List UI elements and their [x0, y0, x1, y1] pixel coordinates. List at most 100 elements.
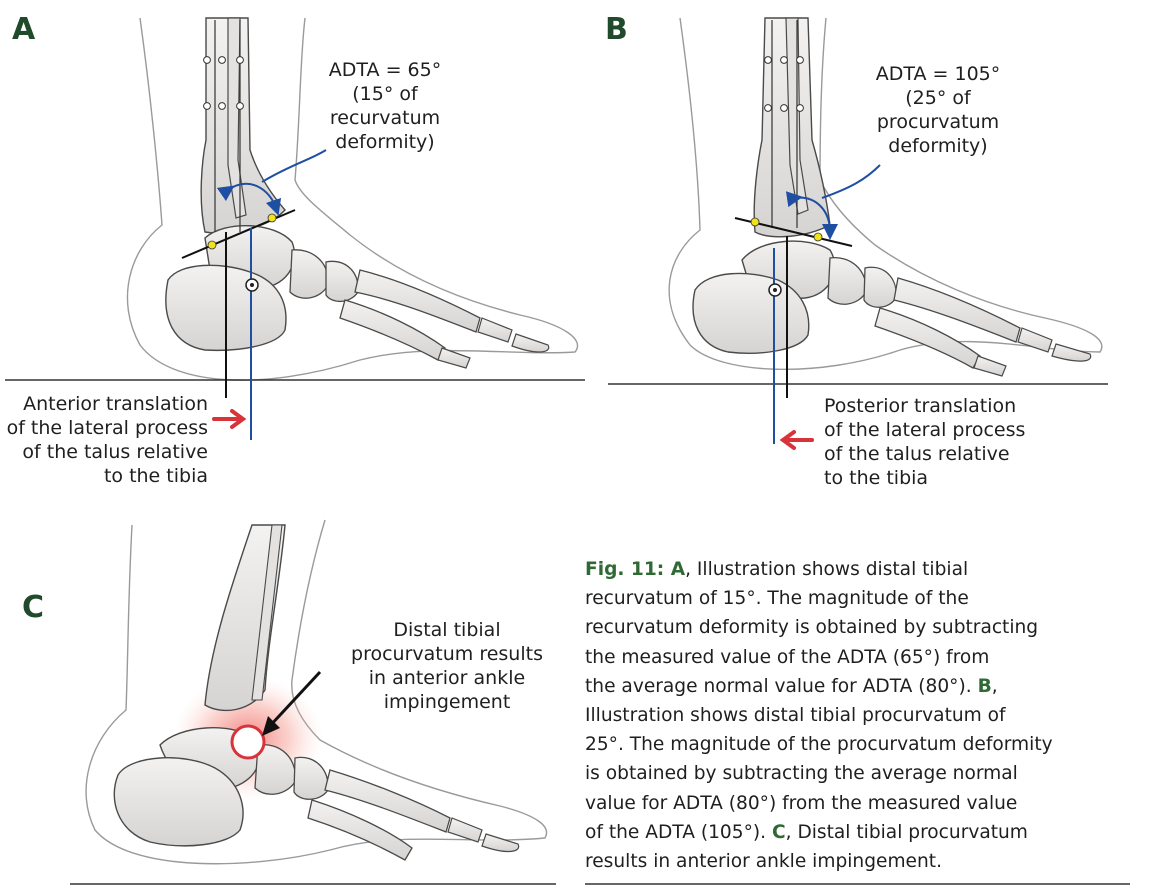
- panel-a-angle-label: ADTA = 65° (15° of recurvatum deformity): [305, 58, 465, 154]
- caption-line: Illustration shows distal tibial procurv…: [585, 701, 1145, 730]
- panel-c-impingement-label: Distal tibial procurvatum results in ant…: [332, 618, 562, 714]
- curved-double-arrow-icon: [785, 191, 838, 240]
- panel-b-translation-label-line: Posterior translation: [824, 395, 1017, 417]
- panel-a-angle-label-line: recurvatum: [329, 107, 441, 129]
- panel-c-impingement-label-line: procurvatum results: [351, 643, 543, 665]
- panel-c-impingement-label-line: in anterior ankle: [368, 667, 526, 689]
- panel-a-illustration: [5, 17, 585, 440]
- caption-text: , Distal tibial procurvatum: [785, 821, 1028, 843]
- panel-b-metatarsal-lateral: [874, 307, 981, 369]
- caption-text: Illustration shows distal tibial procurv…: [585, 705, 1006, 727]
- panel-a-translation-label-line: to the tibia: [103, 465, 208, 487]
- red-arrow-icon: [779, 430, 814, 450]
- caption-text: of the ADTA (105°).: [585, 821, 772, 843]
- caption-figure-number: Fig. 11:: [585, 559, 671, 580]
- caption-line: value for ADTA (80°) from the measured v…: [585, 789, 1145, 818]
- panel-c-fibula: [251, 524, 283, 701]
- panel-a-angle-label-line: ADTA = 65°: [328, 59, 442, 81]
- panel-b-axis-point: [796, 104, 804, 112]
- panel-b-angle-label-line: ADTA = 105°: [875, 63, 1001, 85]
- panel-b-leader-line: [821, 164, 881, 199]
- caption-text: value for ADTA (80°) from the measured v…: [585, 792, 1018, 814]
- panel-a-lateral-process-center: [250, 283, 254, 287]
- caption-text: recurvatum deformity is obtained by subt…: [585, 617, 1039, 639]
- panel-a-angle-label-line: (15° of: [352, 83, 418, 105]
- caption-line: recurvatum deformity is obtained by subt…: [585, 613, 1145, 642]
- caption-panel-letter: C: [771, 821, 786, 843]
- panel-a-letter: A: [12, 12, 36, 47]
- caption-panel-letter: A: [670, 559, 686, 580]
- caption-text: is obtained by subtracting the average n…: [585, 763, 1018, 785]
- panel-b-axis-point: [764, 56, 772, 64]
- panel-a-skin-outline: [126, 17, 579, 381]
- panel-a-cuneiform: [325, 260, 359, 303]
- panel-a-angle-label-line: deformity): [335, 131, 435, 153]
- black-arrow-head-icon: [262, 716, 280, 736]
- caption-line: 25°. The magnitude of the procurvatum de…: [585, 730, 1145, 759]
- panel-b-letter: B: [605, 12, 628, 47]
- red-arrow-icon: [212, 409, 247, 429]
- panel-a-axis-point: [236, 56, 244, 64]
- caption-line: recurvatum of 15°. The magnitude of the: [585, 584, 1145, 613]
- panel-a-joint-marker: [267, 213, 277, 223]
- panel-c-illustration: [70, 519, 556, 885]
- panel-a-axis-point: [218, 56, 226, 64]
- panel-b-angle-label-line: (25° of: [905, 87, 971, 109]
- panel-c-calcaneus: [113, 757, 244, 847]
- panel-b-axis-point: [780, 104, 788, 112]
- panel-b-phalanx-distal: [1051, 343, 1092, 362]
- caption-text: recurvatum of 15°. The magnitude of the: [585, 588, 969, 610]
- panel-c-impingement-label-line: impingement: [383, 691, 511, 713]
- panel-a-translation-label: Anterior translation of the lateral proc…: [0, 392, 208, 488]
- panel-b-lateral-process-center: [773, 288, 777, 292]
- panel-a-translation-label-line: Anterior translation: [23, 393, 208, 415]
- panel-c-phalanx-distal: [481, 833, 520, 853]
- panel-b-illustration: [608, 17, 1108, 450]
- panel-b-translation-label-line: to the tibia: [824, 467, 929, 489]
- panel-a-axis-point: [203, 102, 211, 110]
- panel-b-translation-label-line: of the talus relative: [824, 443, 1010, 465]
- caption-line: the average normal value for ADTA (80°).…: [585, 672, 1145, 701]
- curved-double-arrow-icon: [216, 183, 282, 216]
- caption-text: the measured value of the ADTA (65°) fro…: [585, 646, 990, 668]
- panel-b-joint-marker: [813, 232, 823, 242]
- panel-c-impingement-label-line: Distal tibial: [393, 619, 501, 641]
- panel-c-phalanx: [447, 817, 483, 843]
- panel-c-letter: C: [22, 590, 45, 625]
- panel-a-axis-point: [236, 102, 244, 110]
- panel-b-axis-point: [780, 56, 788, 64]
- caption-line: results in anterior ankle impingement.: [585, 847, 1145, 876]
- panel-b-cuneiform: [863, 266, 897, 308]
- panel-b-angle-label: ADTA = 105° (25° of procurvatum deformit…: [858, 62, 1018, 158]
- figure-caption: Fig. 11: A, Illustration shows distal ti…: [585, 555, 1145, 876]
- caption-panel-letter: B: [977, 675, 992, 697]
- impingement-site-marker: [230, 724, 266, 760]
- caption-line: the measured value of the ADTA (65°) fro…: [585, 643, 1145, 672]
- black-arrow-icon: [266, 670, 322, 730]
- panel-c-metatarsal-lateral: [307, 799, 413, 861]
- caption-text: 25°. The magnitude of the procurvatum de…: [585, 734, 1053, 756]
- caption-text: the average normal value for ADTA (80°).: [585, 675, 978, 697]
- caption-text: results in anterior ankle impingement.: [585, 851, 942, 873]
- panel-b-angle-label-line: procurvatum: [876, 111, 1000, 133]
- panel-b-angle-label-line: deformity): [888, 135, 988, 157]
- panel-b-joint-marker: [750, 217, 760, 227]
- panel-b-axis-point: [764, 104, 772, 112]
- panel-a-translation-label-line: of the lateral process: [6, 417, 208, 439]
- panel-a-axis-point: [203, 56, 211, 64]
- panel-a-metatarsal: [354, 269, 481, 333]
- caption-line: Fig. 11: A, Illustration shows distal ti…: [585, 555, 1145, 584]
- caption-text: ,: [991, 675, 998, 697]
- panel-a-phalanx-lateral: [437, 347, 471, 369]
- panel-b-translation-label-line: of the lateral process: [824, 419, 1026, 441]
- panel-b-navicular: [827, 257, 867, 305]
- caption-line: of the ADTA (105°). C, Distal tibial pro…: [585, 818, 1145, 847]
- panel-a-axis-point: [218, 102, 226, 110]
- panel-a-phalanx-distal: [511, 333, 550, 353]
- panel-c-cuneiform: [293, 756, 329, 800]
- panel-c-metatarsal: [324, 769, 451, 833]
- panel-b-metatarsal: [893, 277, 1021, 343]
- panel-a-joint-marker: [207, 240, 217, 250]
- panel-b-phalanx: [1017, 327, 1053, 353]
